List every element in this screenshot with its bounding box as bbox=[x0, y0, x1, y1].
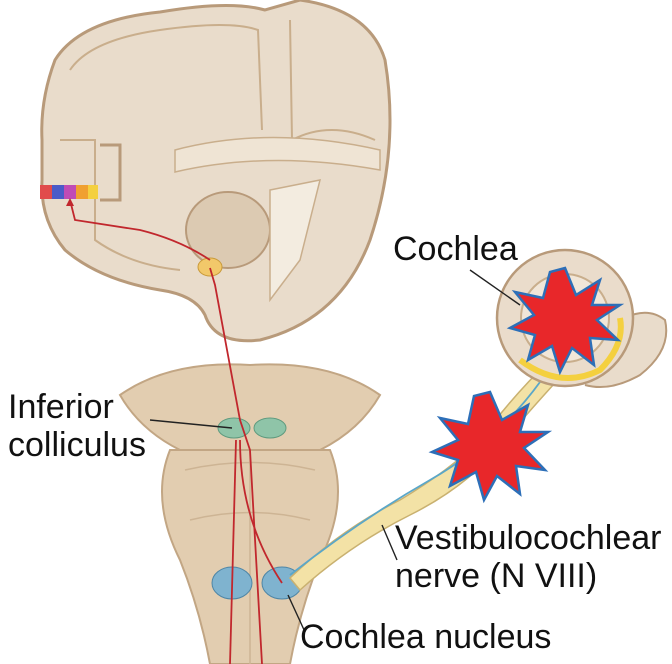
primary-auditory-cortex-band bbox=[40, 185, 98, 199]
cochlea-label: Cochlea bbox=[393, 230, 518, 268]
inferior-colliculus-label-line2: colliculus bbox=[8, 426, 146, 464]
cochlea-nucleus-label: Cochlea nucleus bbox=[300, 618, 551, 656]
vestibulocochlear-label-line1: Vestibulocochlear bbox=[395, 519, 662, 557]
inferior-colliculus-label-line1: Inferior bbox=[8, 388, 114, 426]
inferior-colliculus-right bbox=[254, 418, 286, 438]
vestibulocochlear-label-line2: nerve (N VIII) bbox=[395, 557, 597, 595]
midbrain bbox=[120, 364, 380, 450]
medial-geniculate-body bbox=[198, 258, 222, 276]
thalamus bbox=[186, 192, 270, 268]
